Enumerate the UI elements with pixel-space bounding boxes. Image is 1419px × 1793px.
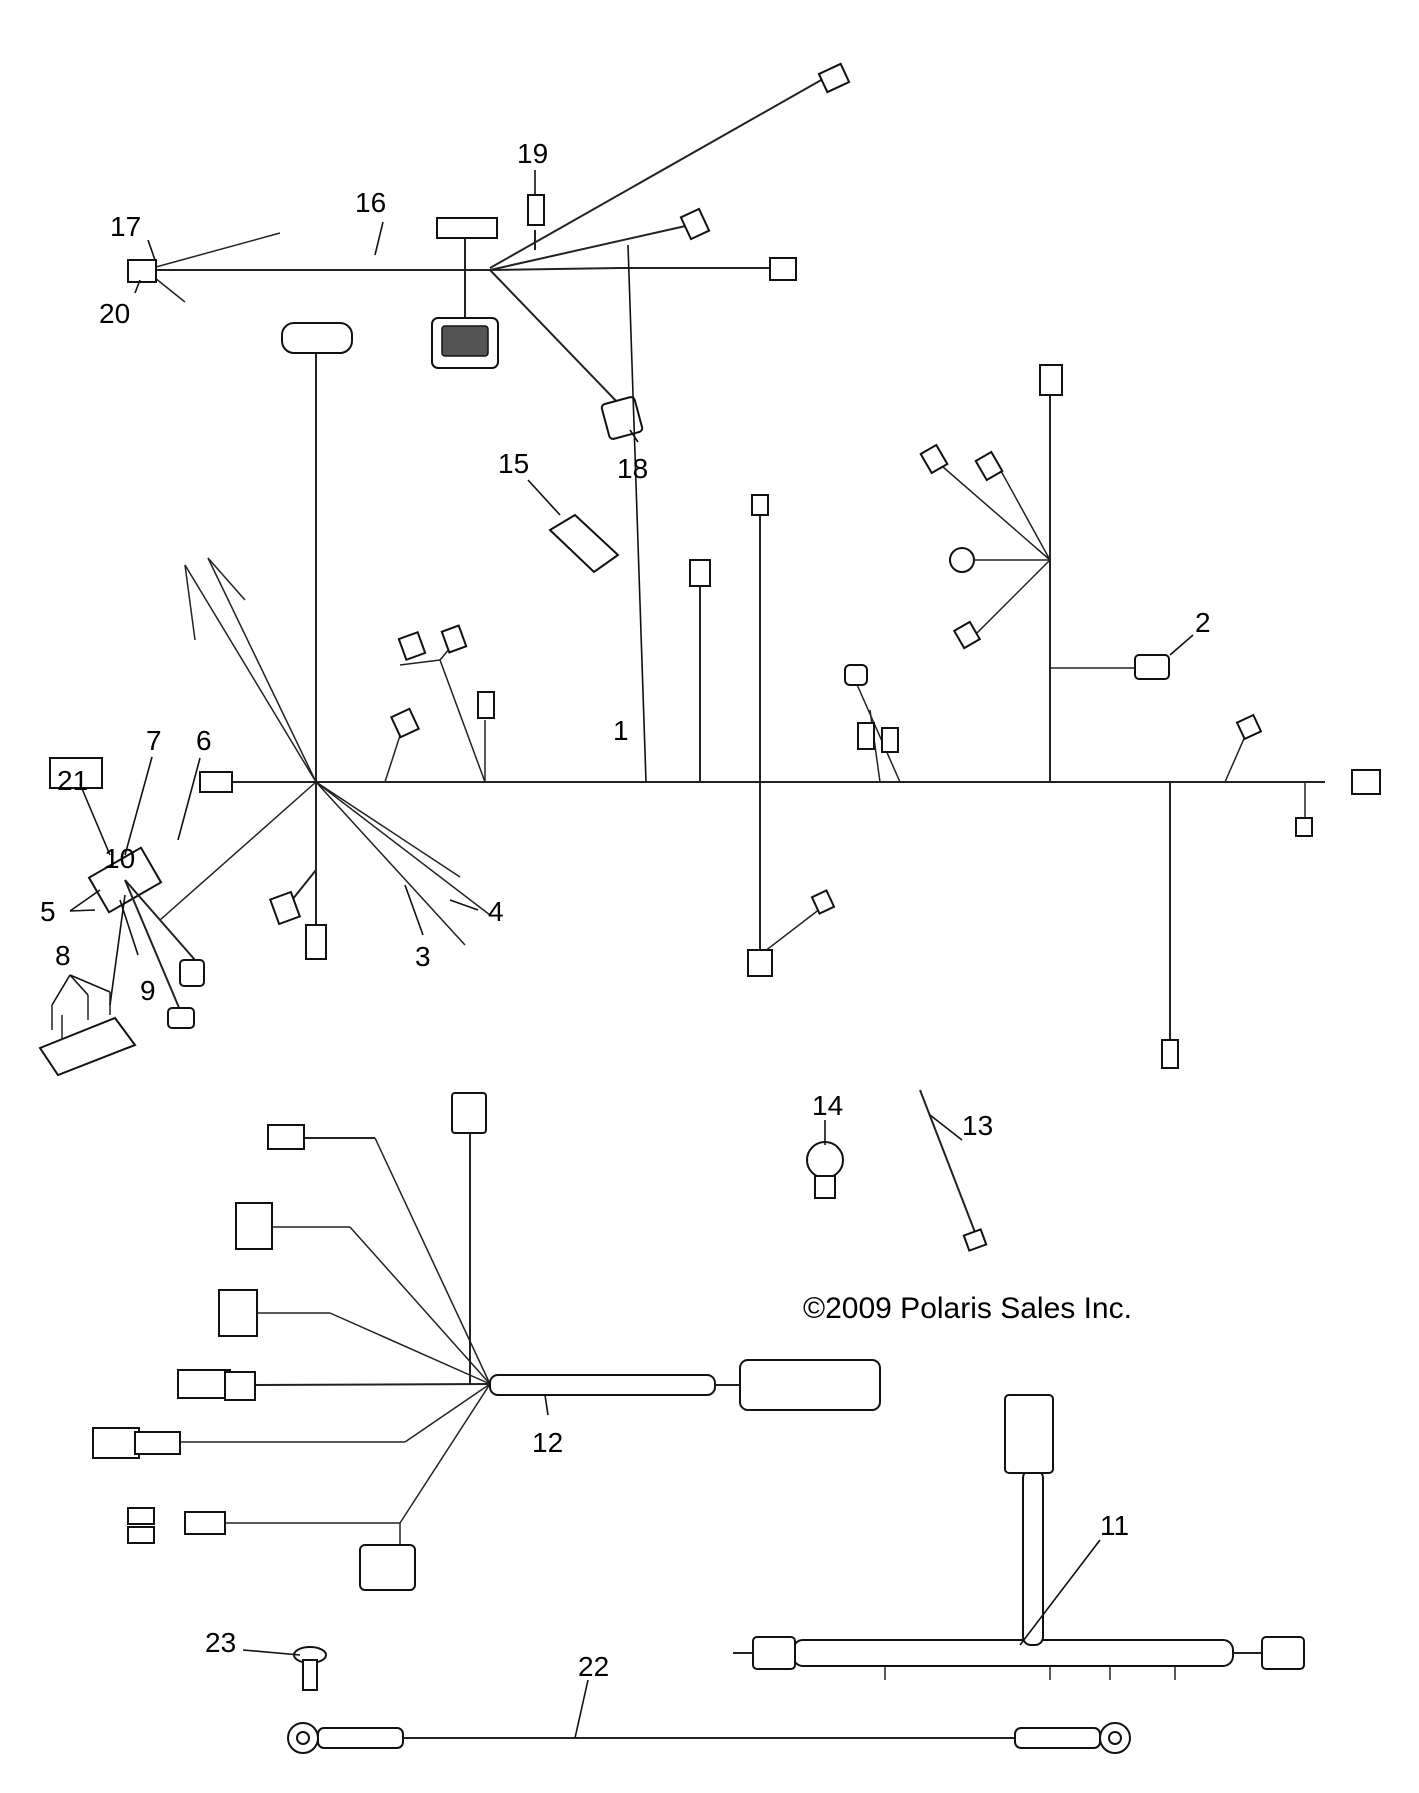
part-14-clip bbox=[806, 1141, 844, 1199]
callout-8: 8 bbox=[55, 940, 71, 971]
callout-10: 10 bbox=[104, 843, 135, 874]
harness-16 bbox=[127, 62, 851, 440]
callout-13: 13 bbox=[962, 1110, 993, 1141]
copyright-text: ©2009 Polaris Sales Inc. bbox=[803, 1292, 1132, 1325]
callout-9: 9 bbox=[140, 975, 156, 1006]
callout-17: 17 bbox=[110, 211, 141, 242]
callout-21: 21 bbox=[57, 765, 88, 796]
leader-lines bbox=[51, 170, 1194, 1739]
callout-11: 11 bbox=[1100, 1510, 1129, 1541]
fuse-box-assembly bbox=[38, 757, 205, 1077]
callout-2: 2 bbox=[1195, 607, 1211, 638]
callout-16: 16 bbox=[355, 187, 386, 218]
callout-15: 15 bbox=[498, 448, 529, 479]
harness-12 bbox=[92, 1092, 881, 1591]
callout-1: 1 bbox=[613, 715, 629, 746]
callout-22: 22 bbox=[578, 1651, 609, 1682]
main-harness-1 bbox=[159, 322, 1381, 1069]
part-23-screw bbox=[293, 1646, 327, 1691]
callout-6: 6 bbox=[196, 725, 212, 756]
callout-5: 5 bbox=[40, 896, 56, 927]
callout-4: 4 bbox=[488, 896, 504, 927]
harness-11 bbox=[733, 1394, 1305, 1680]
callout-23: 23 bbox=[205, 1627, 236, 1658]
callout-7: 7 bbox=[146, 725, 162, 756]
part-15-sleeve bbox=[548, 513, 620, 574]
callout-3: 3 bbox=[415, 941, 431, 972]
callout-14: 14 bbox=[812, 1090, 843, 1121]
callout-19: 19 bbox=[517, 138, 548, 169]
callouts: 1 2 3 4 5 6 7 8 9 10 11 12 13 14 15 16 1… bbox=[40, 138, 1211, 1682]
callout-12: 12 bbox=[532, 1427, 563, 1458]
callout-18: 18 bbox=[617, 453, 648, 484]
callout-20: 20 bbox=[99, 298, 130, 329]
part-22-ground-cable bbox=[287, 1722, 1131, 1754]
part-13-tie bbox=[919, 1089, 988, 1252]
